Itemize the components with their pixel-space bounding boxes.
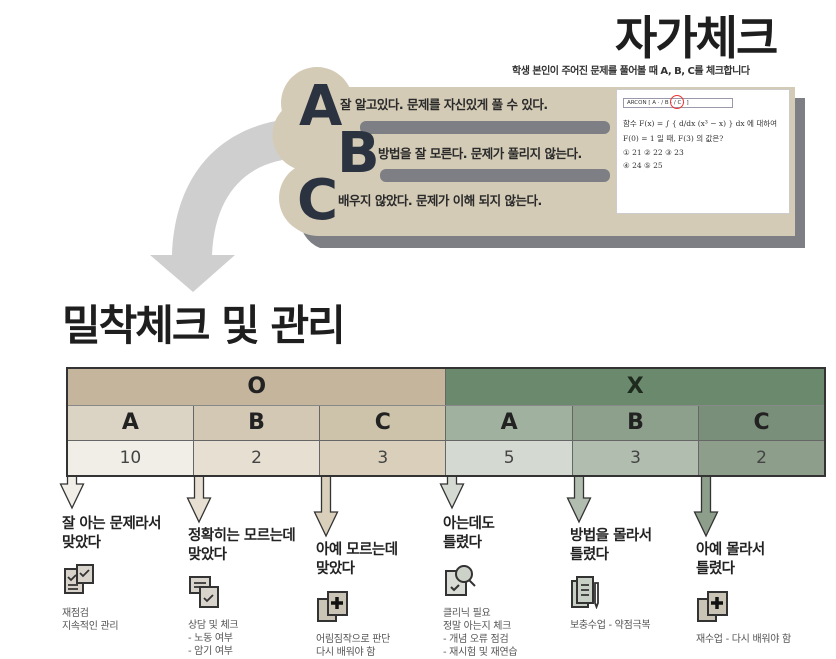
down-arrow-icon: [186, 470, 212, 524]
card-title-line: 틀렸다: [443, 535, 482, 551]
level-header-cell: A: [66, 404, 194, 441]
problem-choices-1: ① 21 ② 22 ③ 23: [623, 148, 684, 157]
card-desc-line: 재수업 - 다시 배워야 함: [696, 634, 791, 645]
count-cell: 5: [445, 439, 573, 477]
card-title-line: 정확히는 모르는데: [188, 528, 296, 544]
card-title-line: 방법을 몰라서: [570, 528, 652, 544]
group-wrong-header: X: [445, 367, 826, 406]
card-title-line: 아예 모르는데: [316, 542, 398, 558]
level-b-letter: B: [337, 121, 380, 186]
card-desc-line: 재점검: [62, 608, 89, 619]
level-header-cell: B: [571, 404, 700, 441]
card-title-line: 틀렸다: [570, 547, 609, 563]
card-description: 상담 및 체크 - 노동 여부 - 암기 여부: [188, 619, 295, 658]
document-plus-icon: [317, 591, 348, 622]
count-cell: 2: [192, 439, 321, 477]
self-check-subtitle: 학생 본인이 주어진 문제를 풀어볼 때 A, B, C를 체크합니다: [512, 66, 750, 77]
level-a-text: 잘 알고있다. 문제를 자신있게 풀 수 있다.: [340, 97, 548, 112]
card-description: 보충수업 - 약점극복: [570, 619, 652, 632]
checklist-documents-icon: [64, 564, 94, 594]
level-header-cell: C: [319, 404, 447, 441]
down-arrow-icon: [566, 470, 592, 524]
card-title-line: 아는데도: [443, 516, 495, 532]
down-arrow-icon: [313, 470, 339, 538]
down-arrow-icon: [693, 470, 719, 538]
document-search-icon: [445, 565, 476, 596]
card-desc-line: 어림짐작으로 판단: [316, 634, 391, 645]
documents-pen-icon: [571, 576, 599, 610]
red-circle-mark: [670, 95, 684, 109]
card-title-line: 틀렸다: [696, 561, 735, 577]
level-c-letter: C: [297, 168, 339, 233]
level-header-cell: B: [192, 404, 321, 441]
problem-line-1: 함수 F(x) = ∫ { d/dx (x³ − x) } dx 에 대하여: [623, 119, 778, 128]
group-correct-header: O: [66, 367, 447, 406]
card-title-line: 아예 몰라서: [696, 542, 765, 558]
card-desc-line: - 암기 여부: [188, 646, 233, 657]
card-title-line: 맞았다: [188, 547, 227, 563]
card-desc-line: 지속적인 관리: [62, 621, 119, 632]
count-cell: 3: [571, 439, 700, 477]
problem-choices-2: ④ 24 ⑤ 25: [623, 161, 663, 170]
check-bar: ARCON [ A · / B · / C · ]: [623, 95, 733, 109]
section-title: 밀착체크 및 관리: [62, 301, 346, 350]
level-header-cell: A: [445, 404, 573, 441]
card-title-line: 잘 아는 문제라서: [62, 516, 161, 532]
sample-problem: ARCON [ A · / B · / C · ] 함수 F(x) = ∫ { …: [616, 89, 790, 214]
card-desc-line: 보충수업 - 약점극복: [570, 620, 651, 631]
count-cell: 3: [319, 439, 447, 477]
card-desc-line: 상담 및 체크: [188, 620, 239, 631]
count-cell: 10: [66, 439, 194, 477]
self-check-title: 자가체크: [615, 11, 778, 65]
level-b-text: 방법을 잘 모른다. 문제가 풀리지 않는다.: [378, 146, 582, 161]
check-bar-text: ARCON [ A · / B · / C · ]: [627, 100, 689, 106]
card-title-line: 맞았다: [62, 535, 101, 551]
card-desc-line: - 노동 여부: [188, 633, 233, 644]
level-a-letter: A: [299, 74, 343, 139]
card-title-line: 맞았다: [316, 561, 355, 577]
card-description: 재수업 - 다시 배워야 함: [696, 633, 791, 646]
level-c-text: 배우지 않았다. 문제가 이해 되지 않는다.: [338, 193, 542, 208]
problem-line-2: F(0) = 1 일 때, F(3) 의 값은?: [623, 134, 724, 143]
curved-arrow-icon: [150, 118, 300, 292]
consult-check-icon: [189, 576, 219, 608]
card-desc-line: 정말 아는지 체크: [443, 621, 512, 632]
card-desc-line: - 개념 오류 점검: [443, 634, 509, 645]
document-plus-icon: [697, 591, 728, 622]
level-header-cell: C: [698, 404, 826, 441]
count-cell: 2: [698, 439, 826, 477]
card-desc-line: 클리닉 필요: [443, 608, 491, 619]
